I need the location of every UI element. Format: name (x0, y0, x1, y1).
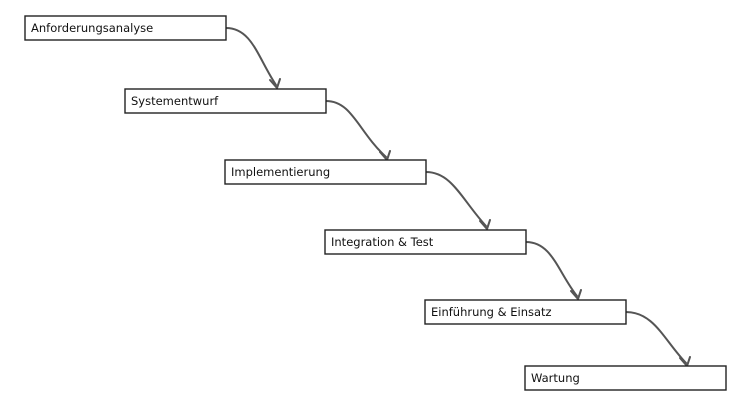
step-box (324, 229, 527, 255)
connector-1-2 (225, 27, 277, 86)
step-implementierung: Implementierung (224, 159, 427, 185)
step-box (524, 365, 727, 391)
connector-1-2-arrowhead (269, 78, 281, 89)
step-anforderungsanalyse: Anforderungsanalyse (24, 15, 227, 41)
step-box (124, 88, 327, 114)
step-label: Integration & Test (331, 235, 434, 249)
step-label: Systementwurf (131, 94, 219, 108)
step-label: Einführung & Einsatz (431, 305, 552, 319)
connector-4-5 (525, 241, 578, 297)
connector-5-6 (625, 311, 687, 364)
step-box (24, 15, 227, 41)
step-label: Wartung (531, 371, 580, 385)
connector-4-5-arrowhead (570, 289, 582, 300)
step-label: Implementierung (231, 165, 330, 179)
connector-3-4-arrowhead (479, 219, 491, 230)
step-systementwurf: Systementwurf (124, 88, 327, 114)
step-wartung: Wartung (524, 365, 727, 391)
step-label: Anforderungsanalyse (31, 21, 153, 35)
connector-3-4 (425, 171, 487, 227)
step-integration-test: Integration & Test (324, 229, 527, 255)
step-box (424, 299, 627, 325)
step-box (224, 159, 427, 185)
connector-2-3 (325, 100, 387, 158)
step-einfuehrung-einsatz: Einführung & Einsatz (424, 299, 627, 325)
